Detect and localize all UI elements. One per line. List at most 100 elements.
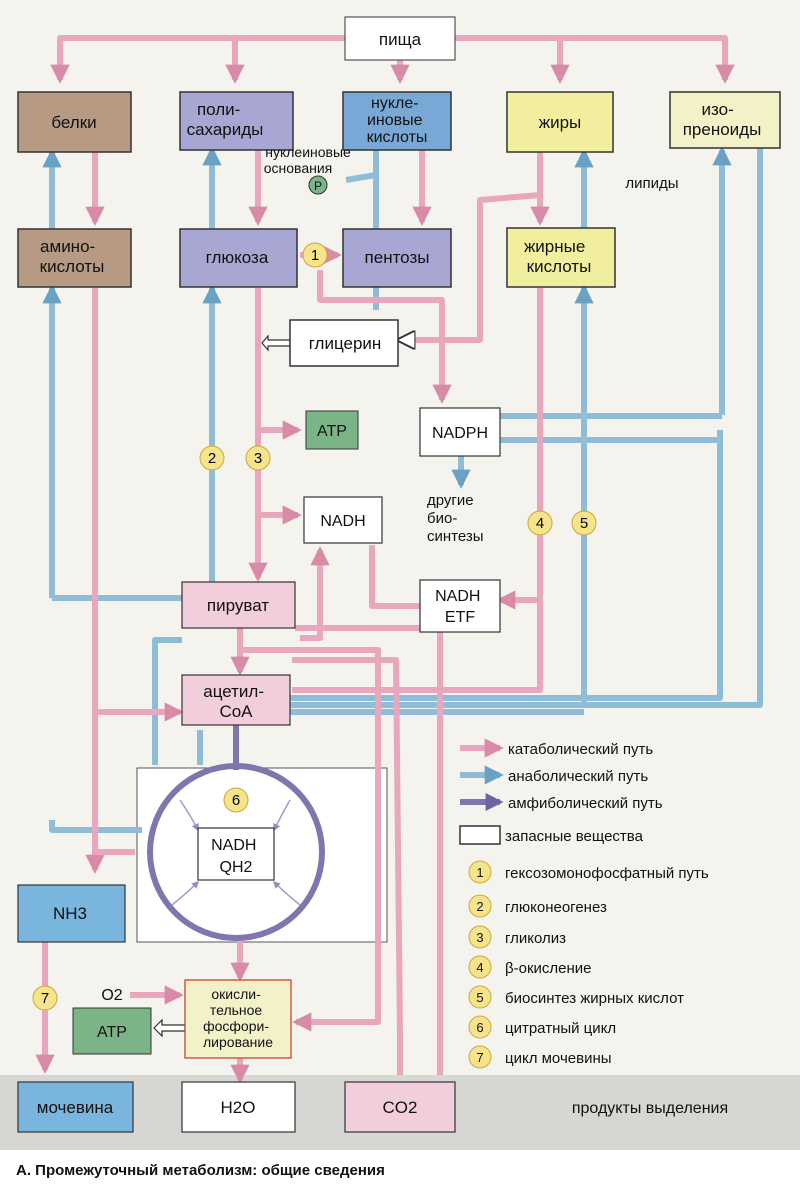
badge-1 [302, 242, 328, 268]
legend-item-3: гликолиз [505, 930, 566, 947]
svg-text:7: 7 [476, 1050, 483, 1065]
node-water-box [181, 1081, 296, 1133]
node-phosphate: P [314, 179, 322, 193]
node-pyruvate-box [181, 581, 296, 629]
citrate-cycle-ring [147, 763, 325, 941]
node-nadph-box [419, 407, 501, 457]
legend-badge-3 [468, 925, 492, 949]
node-nucleic-acids: нукле- иновые кислоты [367, 95, 428, 146]
node-glucose-box [179, 228, 298, 288]
node-o2: O2 [101, 987, 122, 1004]
legend-item-7: цикл мочевины [505, 1050, 612, 1067]
svg-text:3: 3 [476, 930, 483, 945]
node-pentoses-box [342, 228, 452, 288]
legend-badge-2 [468, 894, 492, 918]
badge-5 [571, 510, 597, 536]
node-nadh-top: NADH [320, 513, 365, 530]
badge-2-label: 2 [208, 450, 216, 467]
node-excretion: продукты выделения [572, 1100, 728, 1117]
legend-item-6: цитратный цикл [505, 1020, 616, 1037]
legend-anabolic: анаболический путь [508, 768, 648, 785]
node-glycerol-box [289, 319, 399, 367]
legend-items: 1 гексозомонофосфатный путь 2 глюконеогене… [468, 860, 709, 1069]
node-fatty-acids: жирные кислоты [524, 237, 591, 276]
badge-6 [223, 787, 249, 813]
legend-badge-4 [468, 955, 492, 979]
legend-storage: запасные вещества [505, 828, 644, 845]
legend-badge-7 [468, 1045, 492, 1069]
svg-text:2: 2 [476, 899, 483, 914]
cycle-feed-arrows [171, 799, 301, 906]
node-nucleobases: нуклеиновые основания [264, 144, 355, 176]
figure-caption: А. Промежуточный метаболизм: общие сведе… [0, 1150, 800, 1191]
badge-7 [32, 985, 58, 1011]
node-nadh-qh2: NADH QH2 [211, 837, 261, 876]
node-proteins-box [17, 91, 132, 153]
node-urea: мочевина [37, 1098, 114, 1117]
node-pyruvate: пируват [207, 596, 269, 615]
node-atp-bottom: ATP [97, 1024, 127, 1041]
badge-4 [527, 510, 553, 536]
node-proteins: белки [51, 113, 96, 132]
node-nadh-top-box [303, 496, 383, 544]
badge-7-label: 7 [41, 990, 49, 1007]
node-atp-bottom-box [72, 1007, 152, 1055]
badge-5-label: 5 [580, 515, 588, 532]
node-pentoses: пентозы [365, 248, 430, 267]
node-amino-acids-box [17, 228, 132, 288]
legend-item-2: глюконеогенез [505, 899, 607, 916]
node-co2-box [344, 1081, 456, 1133]
storage-arrows [153, 334, 291, 1038]
badge-6-label: 6 [232, 792, 240, 809]
node-nadh-etf: NADH ETF [435, 588, 485, 626]
node-other-biosyntheses: другие био- синтезы [427, 492, 484, 545]
legend-item-5: биосинтез жирных кислот [505, 990, 684, 1007]
legend-storage-swatch [459, 825, 501, 845]
node-acetyl-coa-box [181, 674, 291, 726]
node-nadh-etf-box [419, 579, 501, 633]
node-oxphos-box [184, 979, 292, 1059]
node-nadh-qh2-box [197, 827, 275, 881]
badge-1-label: 1 [311, 247, 319, 264]
node-amino-acids: амино- кислоты [40, 237, 105, 276]
node-acetyl-coa: ацетил- CoA [203, 682, 269, 721]
node-isoprenoids-box [669, 91, 781, 149]
legend-amphibolic: амфиболический путь [508, 795, 663, 812]
node-water: H2O [221, 1098, 256, 1117]
node-fats-box [506, 91, 614, 153]
svg-text:6: 6 [476, 1020, 483, 1035]
badge-3 [245, 445, 271, 471]
badge-2 [199, 445, 225, 471]
legend-badge-1 [468, 860, 492, 884]
node-urea-box [17, 1081, 134, 1133]
svg-text:1: 1 [476, 865, 483, 880]
metabolism-diagram: пища белки поли- сахариды нукле- иновые … [0, 16, 800, 1150]
svg-text:5: 5 [476, 990, 483, 1005]
node-lipids: липиды [625, 175, 678, 192]
node-nucleic-acids-box [342, 91, 452, 151]
node-glycerol: глицерин [309, 334, 382, 353]
badge-4-label: 4 [536, 515, 544, 532]
node-co2: CO2 [383, 1098, 418, 1117]
node-nh3: NH3 [53, 904, 87, 923]
node-food: пища [379, 30, 422, 49]
phosphate-badge [308, 175, 328, 195]
node-nadph: NADPH [432, 425, 488, 442]
legend-badge-5 [468, 985, 492, 1009]
node-fats: жиры [539, 113, 582, 132]
legend: катаболический путь анаболический путь а… [459, 738, 709, 1069]
node-isoprenoids: изо- преноиды [683, 100, 762, 139]
node-nh3-box [17, 884, 126, 943]
node-glucose: глюкоза [206, 248, 269, 267]
node-polysaccharides-box [179, 91, 294, 151]
legend-catabolic: катаболический путь [508, 741, 653, 758]
node-fatty-acids-box [506, 227, 616, 288]
node-atp-top-box [305, 410, 359, 450]
legend-item-4: β-окисление [505, 960, 592, 977]
node-oxphos: окисли- тельное фосфори- лирование [203, 986, 273, 1050]
amphibolic-paths [147, 725, 325, 941]
pathway-badges: 1 2 3 4 5 6 7 [32, 242, 597, 1011]
badge-3-label: 3 [254, 450, 262, 467]
legend-item-1: гексозомонофосфатный путь [505, 865, 709, 882]
node-polysaccharides: поли- сахариды [187, 100, 264, 139]
